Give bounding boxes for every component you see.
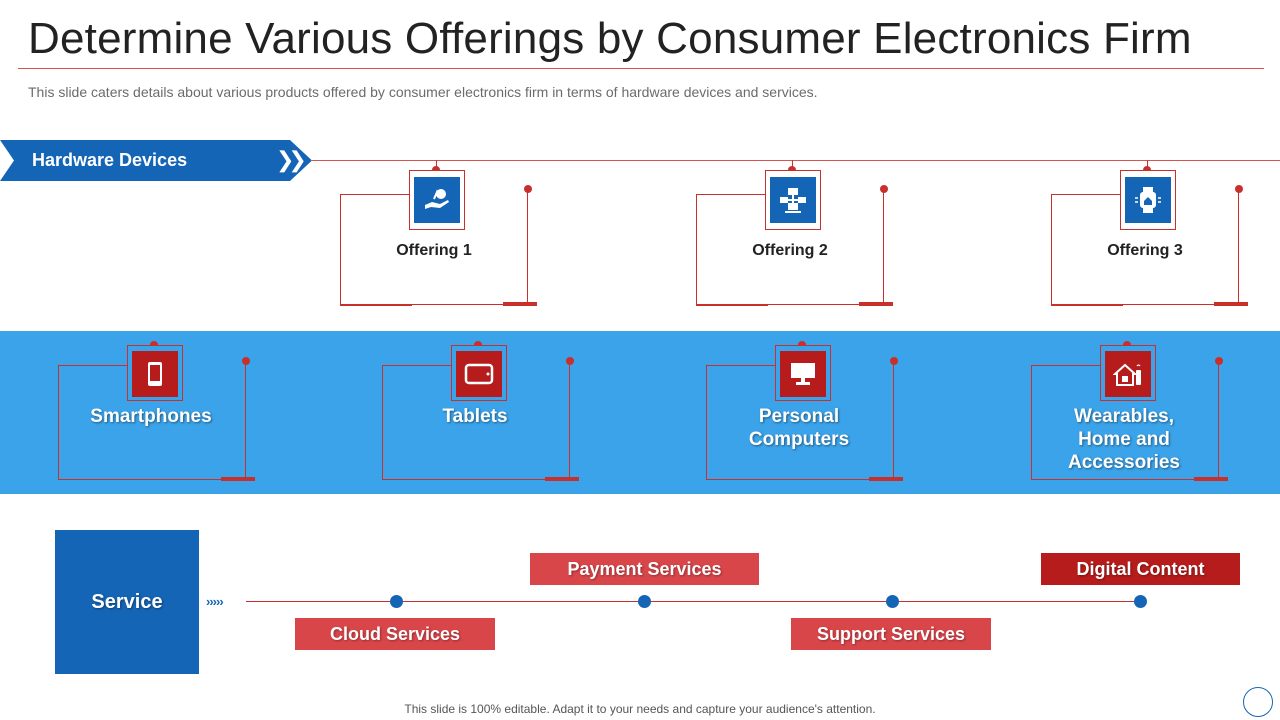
network-devices-icon	[770, 177, 816, 223]
product-icon-frame	[127, 345, 183, 401]
product-right-dot	[890, 357, 898, 365]
smartphone-icon	[132, 351, 178, 397]
service-item-cloud: Cloud Services	[295, 618, 495, 650]
offering-base	[1214, 302, 1248, 306]
offering-card-3: Offering 3	[1051, 160, 1251, 310]
service-item-payment: Payment Services	[530, 553, 759, 585]
offering-label: Offering 3	[1107, 242, 1183, 259]
service-item-support: Support Services	[791, 618, 991, 650]
offering-icon-frame	[765, 170, 821, 230]
product-icon-frame	[1100, 345, 1156, 401]
offering-frame-bottom	[1051, 304, 1231, 305]
offering-base	[859, 302, 893, 306]
offering-stem	[792, 160, 793, 170]
offering-right-dot	[880, 185, 888, 193]
chevron-arrows-icon: ›››››	[206, 594, 224, 609]
hardware-banner	[0, 140, 312, 181]
offering-right-dot	[1235, 185, 1243, 193]
offering-card-1: Offering 1	[340, 160, 540, 310]
offering-right-line	[527, 190, 528, 304]
service-item-label: Cloud Services	[329, 623, 461, 644]
offering-frame	[1051, 194, 1123, 306]
offering-right-line	[883, 190, 884, 304]
product-label: Smartphones	[90, 406, 212, 427]
timeline-dot	[638, 595, 651, 608]
product-frame-bottom	[58, 479, 243, 480]
tablet-icon	[456, 351, 502, 397]
timeline-dot	[390, 595, 403, 608]
hand-coin-icon	[414, 177, 460, 223]
monitor-icon	[780, 351, 826, 397]
product-base	[221, 477, 255, 481]
smartwatch-home-icon	[1125, 177, 1171, 223]
product-base	[869, 477, 903, 481]
footer-note: This slide is 100% editable. Adapt it to…	[404, 702, 876, 716]
offering-card-2: Offering 2	[696, 160, 896, 310]
product-frame-bottom	[1031, 479, 1216, 480]
timeline-dot	[886, 595, 899, 608]
product-label: Personal Computers	[748, 406, 850, 450]
offering-frame	[340, 194, 412, 306]
product-right-line	[893, 362, 894, 479]
service-item-label: Support Services	[816, 623, 966, 644]
offering-base	[503, 302, 537, 306]
offering-icon-frame	[409, 170, 465, 230]
product-right-dot	[1215, 357, 1223, 365]
offering-icon-frame	[1120, 170, 1176, 230]
product-label: Tablets	[442, 406, 508, 427]
hardware-banner-label: Hardware Devices	[32, 150, 188, 170]
page-title: Determine Various Offerings by Consumer …	[28, 14, 1192, 63]
product-frame-bottom	[382, 479, 567, 480]
service-item-digital-content: Digital Content	[1041, 553, 1240, 585]
offering-label: Offering 2	[752, 242, 828, 259]
product-right-dot	[242, 357, 250, 365]
service-timeline	[246, 601, 1141, 602]
offering-frame-bottom	[696, 304, 876, 305]
timeline-dot	[1134, 595, 1147, 608]
offering-label: Offering 1	[396, 242, 472, 259]
products-band	[0, 331, 1280, 494]
offering-stem	[436, 160, 437, 170]
corner-circle-icon	[1243, 687, 1273, 717]
product-base	[545, 477, 579, 481]
double-chevron-icon: ❯❯	[276, 147, 307, 172]
service-box: Service	[55, 530, 199, 674]
service-item-label: Digital Content	[1076, 558, 1205, 579]
smart-home-icon	[1105, 351, 1151, 397]
product-right-line	[245, 362, 246, 479]
product-right-line	[1218, 362, 1219, 479]
page-subtitle: This slide caters details about various …	[28, 84, 818, 100]
offering-frame-bottom	[340, 304, 520, 305]
product-right-line	[569, 362, 570, 479]
product-right-dot	[566, 357, 574, 365]
service-item-label: Payment Services	[567, 558, 722, 579]
product-icon-frame	[775, 345, 831, 401]
offering-frame	[696, 194, 768, 306]
product-base	[1194, 477, 1228, 481]
product-label: Wearables, Home and Accessories	[1068, 406, 1180, 473]
offering-right-line	[1238, 190, 1239, 304]
hardware-connector-line	[312, 160, 1280, 161]
product-frame-bottom	[706, 479, 891, 480]
offering-stem	[1147, 160, 1148, 170]
service-label: Service	[91, 590, 163, 613]
offering-right-dot	[524, 185, 532, 193]
product-icon-frame	[451, 345, 507, 401]
title-divider	[18, 68, 1264, 69]
